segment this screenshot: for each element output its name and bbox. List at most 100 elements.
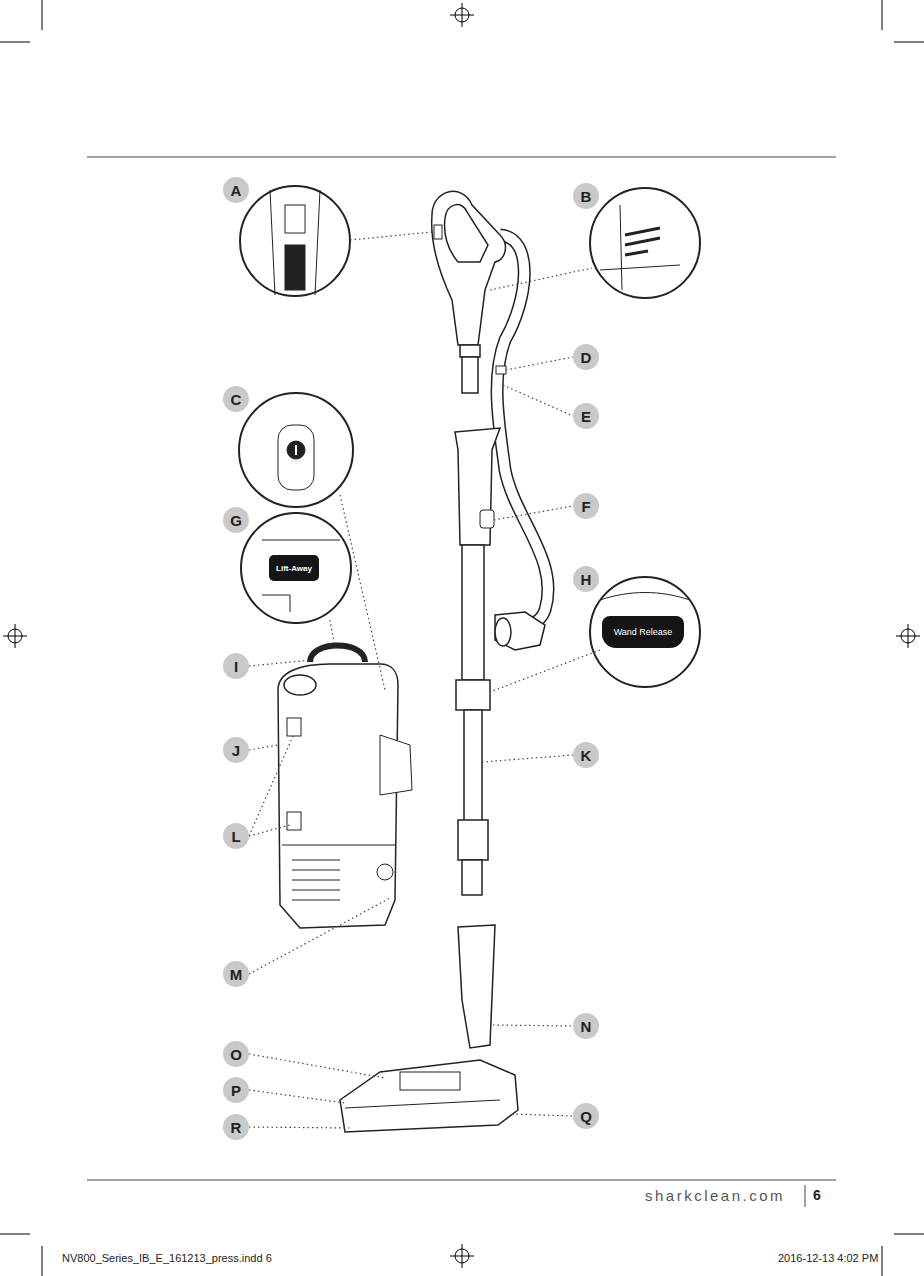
power-button [287,441,305,459]
wand-latch [480,510,494,528]
pod-vents [292,860,340,900]
registration-mark [908,624,909,648]
leader-line [506,357,573,370]
page-label: NV800_Series_IB_E_161213_press.indd 6 [62,1252,272,1264]
crop-mark [42,0,43,30]
hose-clip [496,366,506,374]
button-label: Lift-Away [269,555,319,581]
leader-line [330,620,335,648]
callout-letter: R [223,1114,249,1140]
detail-insets [239,186,700,687]
wand-lower-collar [458,820,488,860]
wand-top [455,428,500,545]
wand-release-collar [456,680,490,710]
callout-letter: B [573,183,599,209]
inset-edge [262,540,340,612]
leader-line [340,495,385,690]
leader-line [249,1127,350,1128]
callout-letter: C [223,386,249,412]
handle-collar [460,345,480,357]
node-text: B [581,188,592,205]
leader-line [494,506,573,520]
pod-seam [282,845,396,846]
callout-letter: P [223,1077,249,1103]
callout-letter: I [223,653,249,679]
hose-outline [497,235,548,628]
pod-wheel [377,864,393,880]
vent [292,860,340,861]
pod-handle [310,646,365,663]
inset-mode-panel [285,245,305,290]
handle-switch [434,225,442,239]
node-text: H [581,571,592,588]
detail-inset [590,577,700,687]
wand-end [462,860,482,895]
callout-letter: L [223,823,249,849]
leader-line [493,1025,573,1026]
inset-details [262,190,690,612]
registration-mark [15,624,16,648]
nozzle-window [400,1072,460,1090]
page-label: 6 [813,1187,821,1203]
button-label: Wand Release [602,616,684,648]
callout-letter: F [573,493,599,519]
inset-marks [625,228,660,255]
callout-letter: H [573,566,599,592]
callout-letter: O [223,1041,249,1067]
detail-inset [240,186,350,296]
callout-letter: M [223,961,249,987]
crop-mark [894,42,924,43]
detail-inset [241,513,351,623]
footer-rule [87,1180,836,1181]
leader-line [249,1090,345,1103]
detail-inset [239,393,353,507]
hose [497,235,548,628]
registration-mark [462,1244,463,1268]
leader-line [249,825,290,836]
cord-wrap [380,735,412,795]
inset-handle-edge [270,190,320,295]
callout-letter: Q [573,1103,599,1129]
leader-line [503,385,573,416]
node-text: Lift-Away [276,564,312,573]
inset-switch [285,205,305,233]
leader-lines [249,232,600,1128]
node-text: Q [580,1108,592,1125]
leader-line [249,745,278,750]
header-rule [87,157,836,158]
crop-mark [882,0,883,30]
pod-body [278,664,398,928]
crop-mark [0,1234,30,1235]
node-text: K [581,747,592,764]
node-text: A [231,182,242,199]
hose-end [495,618,511,646]
footer-divider [805,1185,806,1207]
node-text: Wand Release [614,627,673,637]
callout-letter: J [223,737,249,763]
dust-cup-latch [287,718,301,736]
vent [292,880,340,881]
leader-line [482,755,573,762]
callout-letter: E [573,403,599,429]
power-button-housing [278,425,314,490]
node-text: E [581,408,591,425]
power-symbol [295,445,297,455]
page-label: sharkclean.com [645,1187,785,1204]
callout-letter: G [223,507,249,533]
crop-mark [42,1246,43,1276]
wand-tube [462,545,484,680]
handle-connector [462,357,478,393]
node-text: D [581,349,592,366]
leader-line [249,736,293,836]
leader-line [490,650,600,692]
callout-letter: N [573,1013,599,1039]
handle-grip-opening [445,205,488,262]
node-text: N [581,1018,592,1035]
nozzle-head [340,1060,518,1132]
crop-mark [894,1234,924,1235]
leader-line [490,268,592,290]
node-text: L [231,828,240,845]
